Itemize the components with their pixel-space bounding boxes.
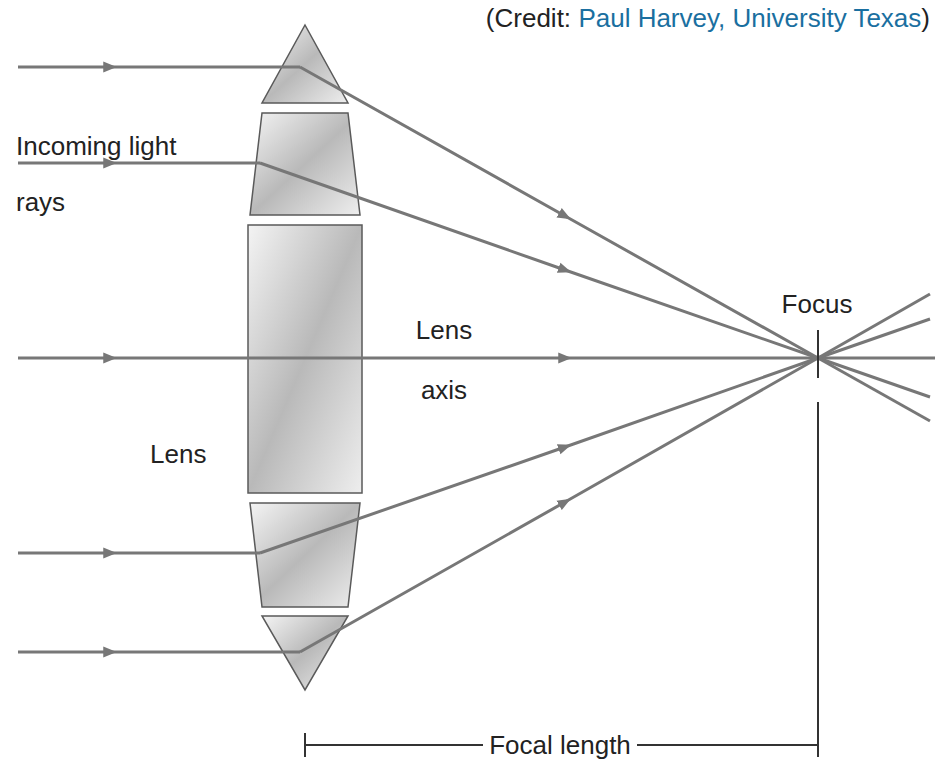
ray-beyond bbox=[818, 358, 930, 421]
ray-incoming bbox=[18, 651, 300, 654]
lens-label: Lens bbox=[150, 437, 250, 471]
credit-line: (Credit:Paul Harvey, University Texas) bbox=[486, 3, 930, 34]
focus-label: Focus bbox=[762, 288, 872, 320]
focal-guide-line bbox=[817, 402, 819, 757]
focal-guides bbox=[305, 330, 818, 757]
ray-axis bbox=[18, 357, 935, 360]
ray-refracted bbox=[300, 358, 818, 652]
ray-incoming bbox=[18, 162, 260, 165]
incoming-label: Incoming light rays bbox=[16, 118, 186, 230]
ray-incoming bbox=[18, 552, 260, 555]
ray-refracted bbox=[260, 163, 818, 358]
ray-incoming bbox=[18, 66, 300, 69]
credit-text: Paul Harvey, University Texas bbox=[578, 3, 921, 34]
credit-text: ) bbox=[921, 3, 930, 34]
lens-top-prism bbox=[262, 25, 348, 103]
credit-text: (Credit: bbox=[486, 3, 571, 34]
ray-refracted bbox=[300, 67, 818, 358]
ray-beyond bbox=[818, 358, 930, 397]
axis-label: Lens axis bbox=[394, 300, 494, 420]
dimension-label: Focal length bbox=[483, 729, 637, 761]
ray-refracted bbox=[260, 358, 818, 553]
lens-lower-segment bbox=[250, 503, 360, 607]
focus-tick bbox=[817, 330, 819, 378]
